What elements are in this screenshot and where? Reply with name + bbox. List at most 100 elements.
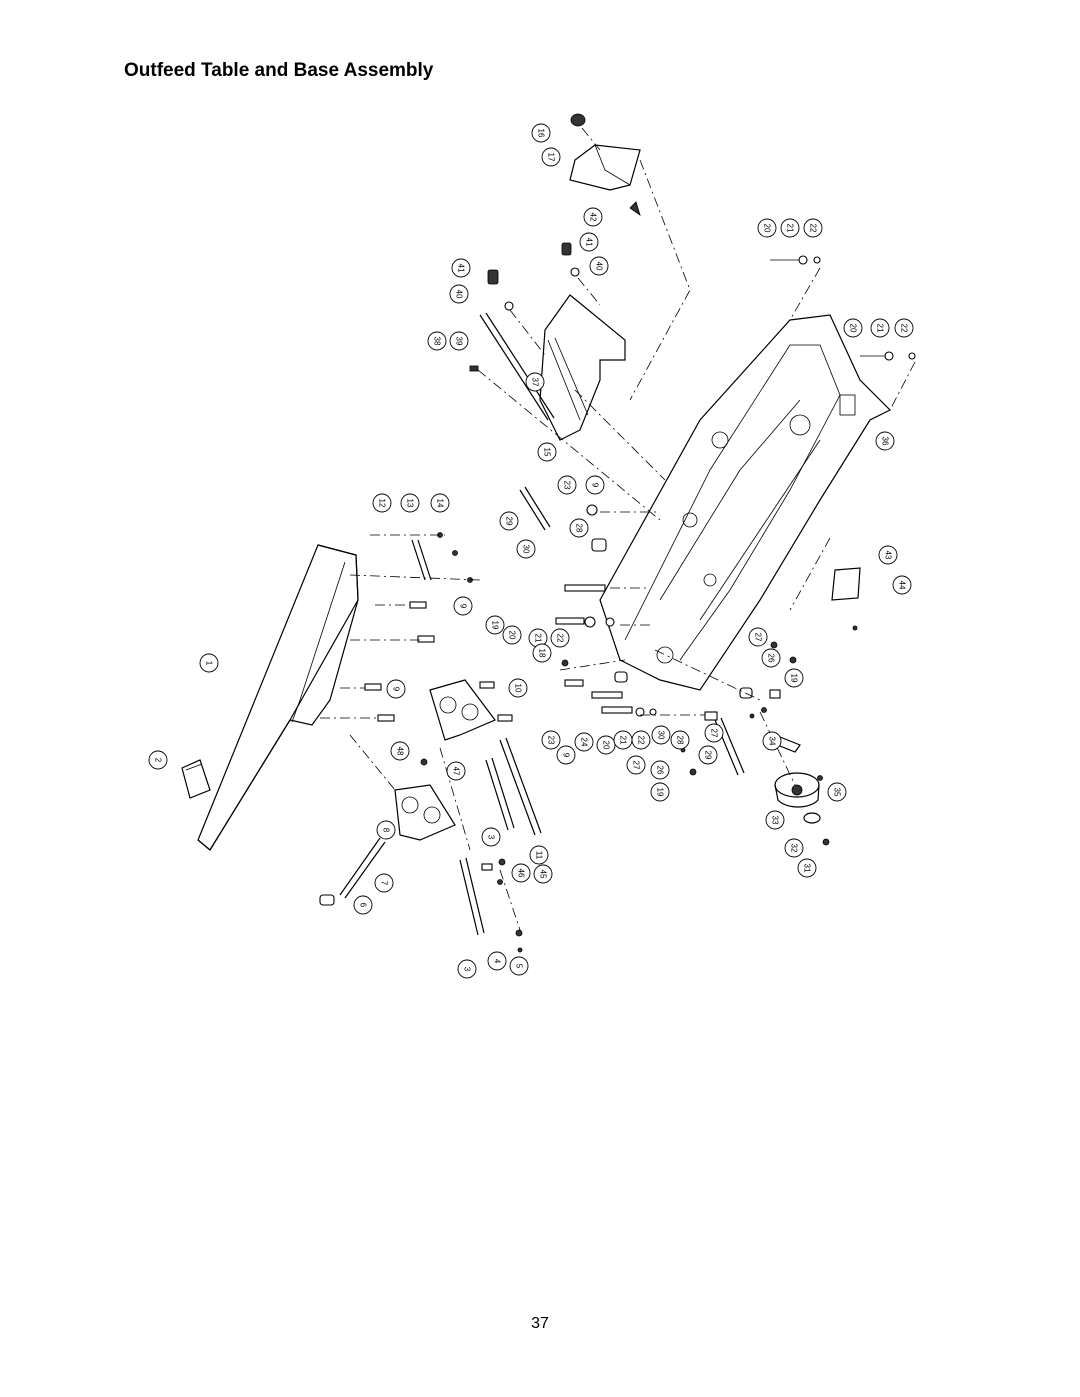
callout-balloon: 4 <box>487 951 507 971</box>
callout-label: 38 <box>432 337 441 346</box>
callout-circle <box>762 731 782 751</box>
callout-circle <box>784 838 804 858</box>
callout-circle <box>511 863 531 883</box>
callout-balloon: 24 <box>574 732 594 752</box>
callout-label: 19 <box>655 788 664 797</box>
callout-circle <box>748 627 768 647</box>
callout-circle <box>875 431 895 451</box>
callout-circle <box>481 827 501 847</box>
callout-label: 45 <box>538 870 547 879</box>
callout-balloon: 19 <box>650 782 670 802</box>
callout-balloon: 14 <box>430 493 450 513</box>
callout-balloon: 21 <box>613 730 633 750</box>
callout-circle <box>780 218 800 238</box>
callout-balloon: 38 <box>427 331 447 351</box>
callout-balloon: 41 <box>579 232 599 252</box>
callout-label: 9 <box>590 483 599 488</box>
callout-label: 20 <box>601 741 610 750</box>
callout-label: 12 <box>377 499 386 508</box>
callout-label: 1 <box>204 661 213 666</box>
callout-circle <box>485 615 505 635</box>
upper-bracket <box>569 144 641 191</box>
callout-label: 20 <box>848 324 857 333</box>
callout-circle <box>797 858 817 878</box>
callout-circle <box>372 493 392 513</box>
callout-balloon: 9 <box>386 679 406 699</box>
callout-label: 23 <box>562 481 571 490</box>
callout-circle <box>199 653 219 673</box>
callout-label: 30 <box>656 731 665 740</box>
callout-label: 21 <box>533 634 542 643</box>
callout-balloon: 23 <box>541 730 561 750</box>
callout-balloon: 42 <box>583 207 603 227</box>
callout-balloon: 1 <box>199 653 219 673</box>
callout-circle <box>878 545 898 565</box>
callout-circle <box>541 730 561 750</box>
callout-circle <box>894 318 914 338</box>
callout-label: 19 <box>490 621 499 630</box>
callout-balloon: 41 <box>451 258 471 278</box>
callout-circle <box>556 745 576 765</box>
callout-label: 28 <box>574 524 583 533</box>
callout-label: 33 <box>770 816 779 825</box>
plate <box>831 567 861 601</box>
callout-circle <box>761 648 781 668</box>
callout-balloon: 17 <box>541 147 561 167</box>
callout-balloon: 22 <box>803 218 823 238</box>
callout-circle <box>516 539 536 559</box>
callout-balloon: 30 <box>516 539 536 559</box>
callout-balloon: 30 <box>651 725 671 745</box>
callout-label: 4 <box>492 959 501 964</box>
callout-circle <box>803 218 823 238</box>
callout-balloon: 6 <box>353 895 373 915</box>
callout-circle <box>626 755 646 775</box>
callout-circle <box>757 218 777 238</box>
callout-circle <box>427 331 447 351</box>
callout-label: 2 <box>153 758 162 763</box>
callout-label: 22 <box>899 324 908 333</box>
foot-assembly <box>774 772 821 824</box>
callout-label: 36 <box>880 437 889 446</box>
callout-circle <box>449 331 469 351</box>
callout-balloon: 36 <box>875 431 895 451</box>
callout-circle <box>541 147 561 167</box>
callout-circle <box>784 668 804 688</box>
callout-circle <box>353 895 373 915</box>
callout-balloon: 48 <box>390 741 410 761</box>
callout-circle <box>585 475 605 495</box>
callout-label: 16 <box>536 129 545 138</box>
callout-balloon: 27 <box>704 723 724 743</box>
callout-circle <box>589 256 609 276</box>
callout-balloon: 10 <box>508 678 528 698</box>
callout-label: 17 <box>546 153 555 162</box>
callout-circle <box>583 207 603 227</box>
callout-balloon: 18 <box>532 643 552 663</box>
callout-balloon: 44 <box>892 575 912 595</box>
callout-circle <box>148 750 168 770</box>
callout-balloon: 9 <box>556 745 576 765</box>
callout-balloon: 29 <box>698 745 718 765</box>
callout-circle <box>532 643 552 663</box>
callout-label: 40 <box>454 290 463 299</box>
hardware <box>319 113 916 953</box>
callout-balloon: 20 <box>757 218 777 238</box>
callout-label: 28 <box>675 736 684 745</box>
callout-label: 43 <box>883 551 892 560</box>
callout-balloon: 20 <box>502 625 522 645</box>
page-number: 37 <box>531 1315 549 1332</box>
callout-circle <box>374 873 394 893</box>
callout-balloon: 21 <box>780 218 800 238</box>
callout-balloon: 45 <box>533 864 553 884</box>
callout-balloon: 16 <box>531 123 551 143</box>
callout-label: 11 <box>534 851 543 860</box>
callout-circle <box>843 318 863 338</box>
assembly-lines <box>320 127 916 931</box>
callout-label: 13 <box>405 499 414 508</box>
callout-circle <box>827 782 847 802</box>
callout-circle <box>430 493 450 513</box>
callout-circle <box>698 745 718 765</box>
callout-circle <box>557 475 577 495</box>
callout-label: 8 <box>381 828 390 833</box>
callout-circle <box>650 760 670 780</box>
